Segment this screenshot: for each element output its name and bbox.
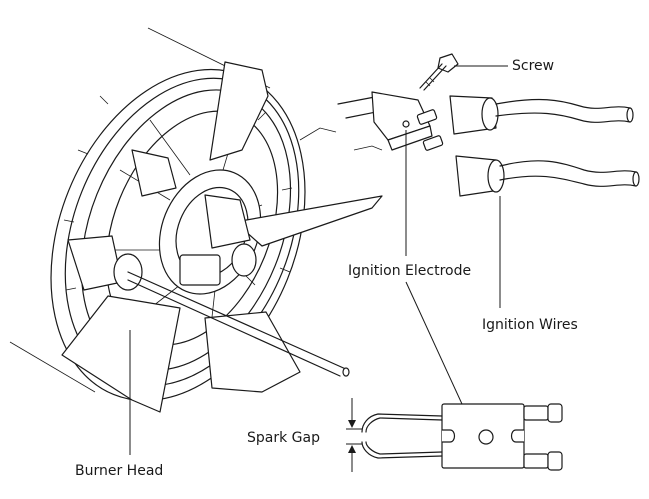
burner-head-illustration [9,27,383,413]
electrode-detail-illustration [361,403,563,471]
spark-gap-dimension [346,398,362,472]
screw-label: Screw [512,58,554,74]
ignition-wires-label: Ignition Wires [482,317,578,333]
leader-lines [129,65,508,455]
ignition-electrode-illustration [337,91,444,151]
burner-head-label: Burner Head [75,463,163,479]
ignition-wires-illustration [449,95,640,197]
ignition-electrode-leader-bottom [405,281,463,405]
ignition-electrode-label: Ignition Electrode [348,263,471,279]
screw-illustration [419,53,459,91]
spark-gap-label: Spark Gap [247,430,320,446]
